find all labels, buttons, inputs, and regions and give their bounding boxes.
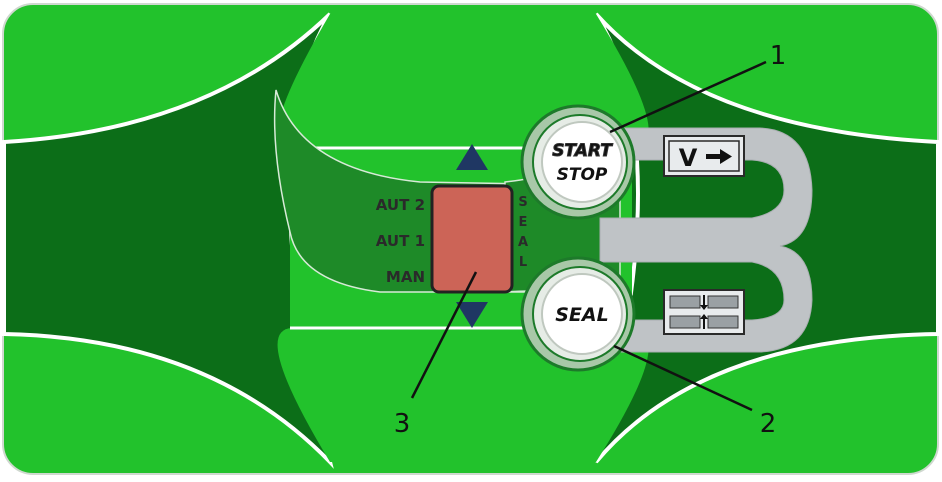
vacuum-indicator: V	[663, 135, 745, 177]
callout-number-1: 1	[770, 41, 787, 71]
seal-letter-a: A	[518, 235, 528, 250]
seal-indicator	[663, 289, 745, 335]
mode-label-aut1: AUT 1	[376, 232, 425, 250]
grey-track	[599, 127, 813, 353]
mode-up-arrow[interactable]	[456, 144, 488, 170]
vacuum-arrow-icon	[706, 149, 732, 164]
callout-line-3	[410, 271, 478, 399]
mode-selector[interactable]	[430, 184, 514, 294]
seal-letter-l: L	[519, 255, 527, 270]
seal-letter-e: E	[519, 215, 528, 230]
vacuum-letter: V	[679, 144, 698, 172]
callout-line-1	[609, 60, 767, 134]
callout-number-3: 3	[394, 409, 411, 439]
callout-line-2	[613, 344, 753, 412]
seal-bars-icon	[669, 295, 739, 329]
callout-number-2: 2	[760, 409, 777, 439]
start-label: START	[552, 141, 613, 161]
mode-down-arrow[interactable]	[456, 302, 488, 328]
mode-label-aut2: AUT 2	[376, 196, 425, 214]
seal-letter-s: S	[518, 195, 527, 210]
start-stop-button[interactable]: START STOP	[520, 104, 636, 220]
stop-label: STOP	[557, 165, 608, 185]
mode-label-man: MAN	[386, 268, 425, 286]
seal-button[interactable]: SEAL	[520, 256, 636, 372]
seal-button-label: SEAL	[555, 304, 608, 326]
